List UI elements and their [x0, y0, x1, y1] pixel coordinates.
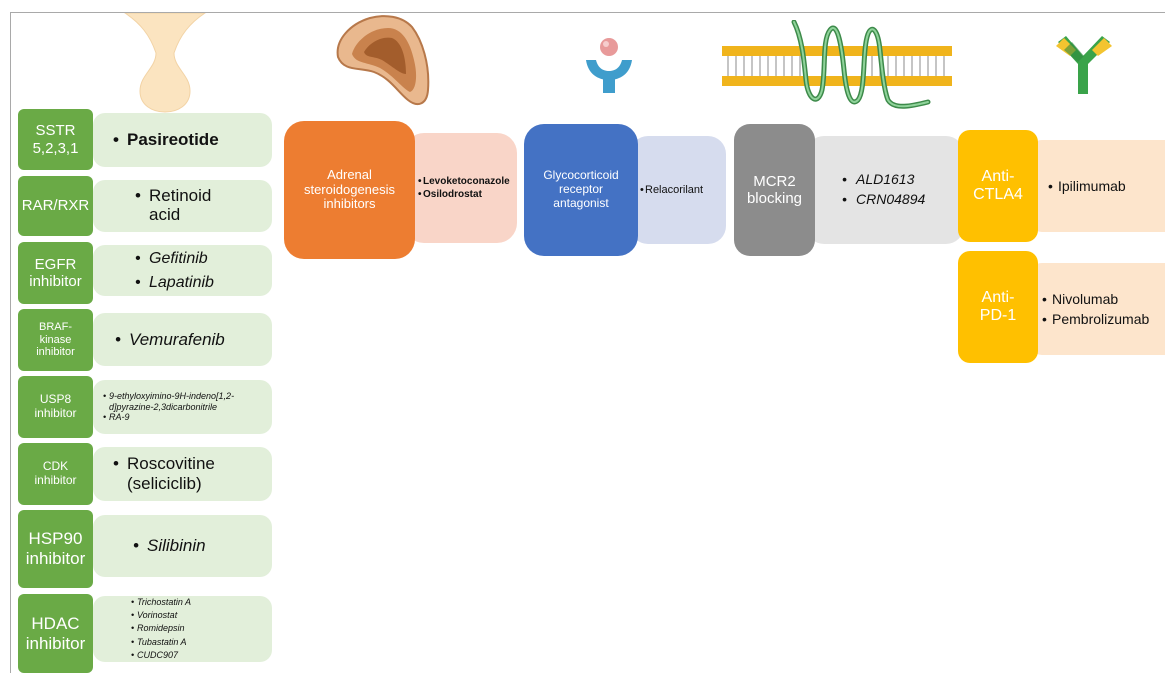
ctla4-label-box: Anti- CTLA4: [958, 130, 1038, 242]
sstr-drug-panel: Pasireotide: [93, 113, 272, 167]
drug-vemurafenib: Vemurafenib: [115, 330, 225, 350]
frame-top-line: [10, 12, 1165, 13]
drug-tubastatin-a: Tubastatin A: [131, 636, 191, 649]
hdac-drug-panel: Trichostatin A Vorinostat Romidepsin Tub…: [93, 596, 272, 662]
drug-romidepsin: Romidepsin: [131, 622, 191, 635]
drug-crn04894: CRN04894: [842, 190, 925, 210]
drug-relacorilant: Relacorilant: [640, 184, 703, 196]
braf-label: BRAF- kinase inhibitor: [36, 321, 75, 359]
usp8-drug-panel: 9-ethyloxyimino-9H-indeno[1,2-d]pyrazine…: [93, 380, 272, 434]
pd1-label: Anti- PD-1: [979, 288, 1017, 324]
hsp90-label: HSP90 inhibitor: [25, 529, 86, 568]
egfr-label-box: EGFR inhibitor: [18, 242, 93, 304]
egfr-label: EGFR inhibitor: [29, 255, 82, 290]
ctla4-drug-panel: Ipilimumab: [1028, 140, 1165, 232]
hsp90-label-box: HSP90 inhibitor: [18, 510, 93, 588]
drug-osilodrostat: Osilodrostat: [418, 188, 510, 202]
glucocorticoid-label: Glycocorticoid receptor antagonist: [543, 168, 619, 210]
drug-nivolumab: Nivolumab: [1042, 289, 1149, 310]
rar-rxr-drug-panel: Retinoid acid: [93, 180, 272, 232]
cdk-label-box: CDK inhibitor: [18, 443, 93, 505]
usp8-label-box: USP8 inhibitor: [18, 376, 93, 438]
drug-levoketoconazole: Levoketoconazole: [418, 175, 510, 189]
glucocorticoid-label-box: Glycocorticoid receptor antagonist: [524, 124, 638, 256]
drug-indeno-pyrazine: 9-ethyloxyimino-9H-indeno[1,2-d]pyrazine…: [103, 391, 264, 413]
drug-pasireotide: Pasireotide: [113, 130, 219, 150]
drug-silibinin: Silibinin: [133, 536, 206, 556]
pd1-label-box: Anti- PD-1: [958, 251, 1038, 363]
hdac-label-box: HDAC inhibitor: [18, 594, 93, 673]
braf-drug-panel: Vemurafenib: [93, 313, 272, 366]
drug-gefitinib: Gefitinib: [135, 247, 214, 270]
mcr2-drug-panel: ALD1613 CRN04894: [806, 136, 964, 244]
rar-rxr-label-box: RAR/RXR: [18, 176, 93, 236]
drug-ald1613: ALD1613: [842, 170, 925, 190]
braf-label-box: BRAF- kinase inhibitor: [18, 309, 93, 371]
drug-trichostatin-a: Trichostatin A: [131, 596, 191, 609]
drug-ra-9: RA-9: [103, 412, 264, 423]
drug-roscovitine: Roscovitine (seliciclib): [113, 454, 215, 493]
receptor-icon: [586, 38, 632, 93]
sstr-label-box: SSTR 5,2,3,1: [18, 109, 93, 170]
cdk-label: CDK inhibitor: [34, 459, 77, 487]
membrane-receptor-icon: [722, 20, 952, 109]
drug-cudc907: CUDC907: [131, 649, 191, 662]
drug-vorinostat: Vorinostat: [131, 609, 191, 622]
sstr-label: SSTR 5,2,3,1: [32, 122, 79, 157]
mcr2-label: MCR2 blocking: [746, 172, 803, 207]
glucocorticoid-drug-panel: Relacorilant: [630, 136, 726, 244]
egfr-drug-panel: Gefitinib Lapatinib: [93, 245, 272, 296]
ctla4-label: Anti- CTLA4: [973, 167, 1023, 203]
hsp90-drug-panel: Silibinin: [93, 515, 272, 577]
drug-retinoid-acid: Retinoid acid: [135, 186, 211, 224]
hdac-label: HDAC inhibitor: [25, 613, 86, 653]
drug-pembrolizumab: Pembrolizumab: [1042, 309, 1149, 330]
pd1-drug-panel: Nivolumab Pembrolizumab: [1028, 263, 1165, 355]
pituitary-icon: [124, 13, 206, 113]
adrenal-label-box: Adrenal steroidogenesis inhibitors: [284, 121, 415, 259]
antibody-icon: [1056, 36, 1112, 94]
frame-left-line: [10, 12, 11, 673]
rar-rxr-label: RAR/RXR: [21, 197, 90, 215]
drug-ipilimumab: Ipilimumab: [1048, 178, 1126, 194]
adrenal-label: Adrenal steroidogenesis inhibitors: [303, 166, 396, 212]
adrenal-gland-icon: [336, 15, 430, 106]
mcr2-label-box: MCR2 blocking: [734, 124, 815, 256]
usp8-label: USP8 inhibitor: [34, 392, 77, 420]
adrenal-drug-panel: Levoketoconazole Osilodrostat: [404, 133, 517, 243]
drug-lapatinib: Lapatinib: [135, 271, 214, 294]
cdk-drug-panel: Roscovitine (seliciclib): [93, 447, 272, 501]
